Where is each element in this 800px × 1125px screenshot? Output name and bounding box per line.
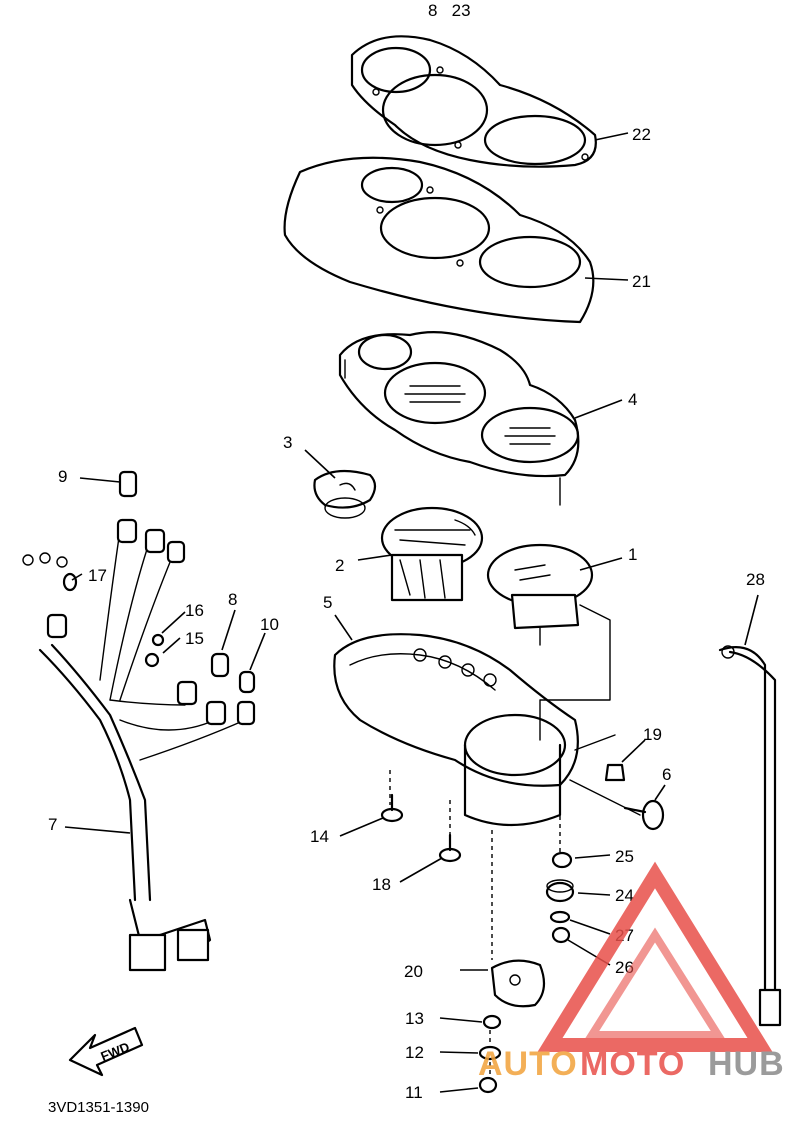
part-label-4: 4: [628, 390, 637, 409]
part-label-24: 24: [615, 886, 634, 905]
grommet-25: [551, 851, 573, 869]
part-label-5: 5: [323, 593, 332, 612]
lower-case-5: [333, 633, 579, 827]
watermark-auto: AUTO: [478, 1045, 578, 1083]
screw-11: [478, 1076, 498, 1094]
meter-housing-4: [338, 331, 580, 506]
part-label-8: 8: [228, 590, 237, 609]
part-label-3: 3: [283, 433, 292, 452]
part-label-6: 6: [662, 765, 671, 784]
part-label-18: 18: [372, 875, 391, 894]
speedometer-cable-28: [718, 645, 782, 1027]
socket-group: [46, 518, 256, 726]
grommet-24: [545, 879, 575, 903]
screw-15-16: [144, 633, 165, 668]
part-label-22: 22: [632, 125, 651, 144]
screw-14: [380, 793, 404, 823]
small-gauge-3: [313, 469, 377, 519]
part-label-19: 19: [643, 725, 662, 744]
knob-6: [623, 799, 665, 831]
automotohub-watermark: AUTO MOTO HUB: [478, 861, 785, 1083]
washer-27: [549, 910, 571, 924]
small-bulbs-17: [22, 552, 78, 592]
part-label-13: 13: [405, 1009, 424, 1028]
speedometer-1: [486, 543, 594, 646]
part-label-14: 14: [310, 827, 329, 846]
watermark-moto: MOTO: [580, 1045, 685, 1083]
part-label-12: 12: [405, 1043, 424, 1062]
part-label-7: 7: [48, 815, 57, 834]
part-label-10: 10: [260, 615, 279, 634]
bulb-8: [210, 652, 230, 678]
tachometer-2: [380, 506, 484, 602]
part-label-17: 17: [88, 566, 107, 585]
part-label-16: 16: [185, 601, 204, 620]
bulb-10: [238, 670, 256, 694]
screw-19: [604, 763, 626, 782]
bracket-20: [490, 959, 546, 1008]
part-label-11: 11: [405, 1083, 423, 1102]
gasket-22: [350, 35, 597, 168]
bulb-9: [118, 470, 138, 498]
screw-18: [438, 833, 462, 863]
nut-26: [551, 926, 571, 944]
part-label-2: 2: [335, 556, 344, 575]
part-label-1: 1: [628, 545, 637, 564]
wire-harness-7: [38, 529, 246, 972]
part-label-15: 15: [185, 629, 204, 648]
top-label: 8 23: [428, 1, 471, 20]
washer-12: [478, 1045, 502, 1061]
part-label-25: 25: [615, 847, 634, 866]
part-label-20: 20: [404, 962, 423, 981]
part-label-9: 9: [58, 467, 67, 486]
watermark-hub: HUB: [708, 1045, 785, 1083]
part-label-28: 28: [746, 570, 765, 589]
leader-lines: [64, 132, 759, 1093]
fwd-arrow: FWD: [68, 1026, 144, 1077]
cover-panel-21: [283, 156, 595, 324]
drawing-code: 3VD1351-1390: [48, 1099, 149, 1116]
nut-13: [482, 1014, 502, 1030]
watermark-triangle-icon: [537, 861, 773, 1052]
part-labels: 22 21 4 3 9 2 1 17 28 5 8 16 10 15 19 6 …: [48, 125, 765, 1102]
part-label-21: 21: [632, 272, 651, 291]
